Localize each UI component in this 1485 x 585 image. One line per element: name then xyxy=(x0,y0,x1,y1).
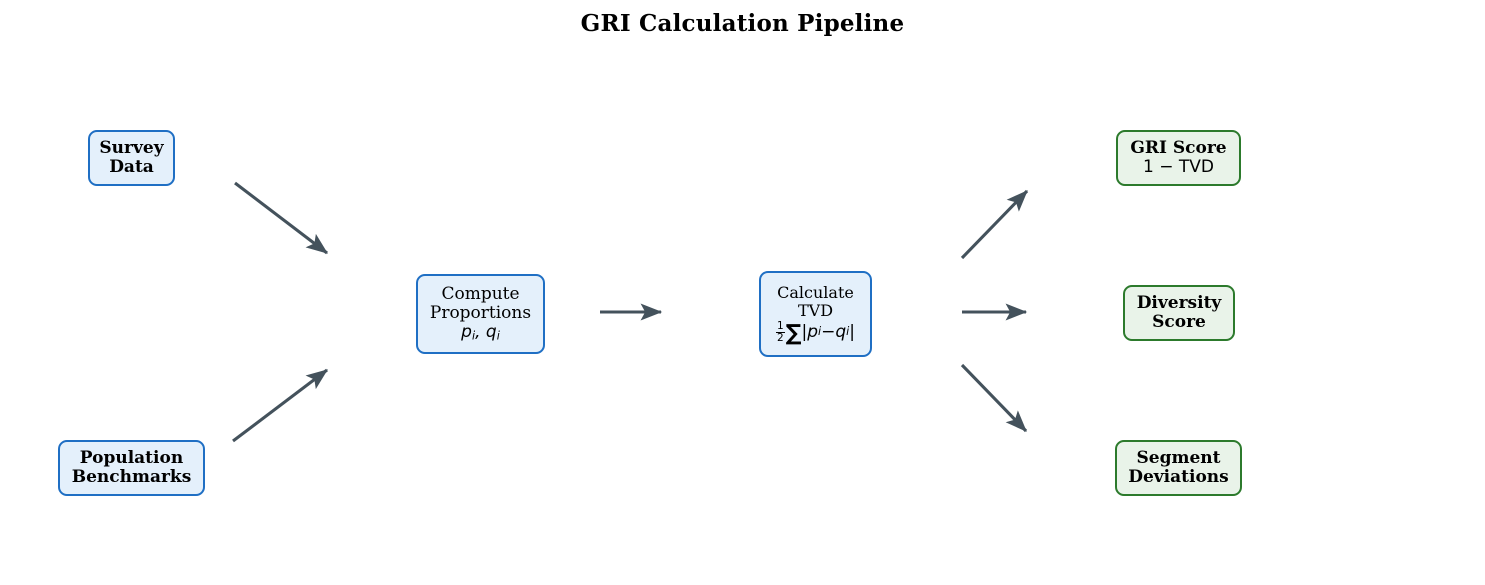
diversity-score-line2: Score xyxy=(1152,312,1206,332)
symbol-q-sub: i xyxy=(496,329,500,343)
node-survey-data[interactable]: Survey Data xyxy=(88,130,175,186)
tvd-symbol-p-sub: i xyxy=(817,325,822,339)
compute-proportions-symbols: pi, qi xyxy=(461,322,500,343)
calculate-tvd-line2: TVD xyxy=(797,301,834,321)
tvd-fraction: 1 2 xyxy=(775,320,785,344)
survey-data-line2: Data xyxy=(109,157,154,177)
symbol-p: p xyxy=(461,322,472,343)
diversity-score-line1: Diversity xyxy=(1136,292,1222,313)
node-gri-score[interactable]: GRI Score 1 − TVD xyxy=(1116,130,1241,186)
compute-proportions-line2: Proportions xyxy=(429,302,532,323)
node-compute-proportions[interactable]: Compute Proportions pi, qi xyxy=(416,274,545,354)
tvd-symbol-p: p xyxy=(807,321,818,342)
compute-proportions-line1: Compute xyxy=(441,283,520,304)
node-diversity-score[interactable]: Diversity Score xyxy=(1123,285,1235,341)
gri-score-line2: 1 − TVD xyxy=(1143,157,1214,177)
tvd-minus: − xyxy=(821,321,836,342)
segment-deviations-line2: Deviations xyxy=(1128,467,1229,487)
edge-benchmarks-to-compute xyxy=(232,368,328,443)
edge-survey-to-compute xyxy=(234,181,328,255)
node-population-benchmarks[interactable]: Population Benchmarks xyxy=(58,440,205,496)
tvd-bar-close: | xyxy=(849,321,856,342)
gri-score-line1: GRI Score xyxy=(1130,137,1227,158)
summation-icon: ∑ xyxy=(785,320,802,346)
symbol-p-sub: i xyxy=(471,329,476,343)
segment-deviations-line1: Segment xyxy=(1136,447,1221,468)
survey-data-line1: Survey xyxy=(99,137,164,158)
edge-tvd-to-segment xyxy=(960,363,1028,433)
population-benchmarks-line2: Benchmarks xyxy=(71,467,192,487)
symbol-sep: , xyxy=(475,322,486,343)
calculate-tvd-line1: Calculate xyxy=(777,283,854,303)
population-benchmarks-line1: Population xyxy=(79,447,184,468)
edge-tvd-to-gri xyxy=(960,189,1029,260)
node-segment-deviations[interactable]: Segment Deviations xyxy=(1115,440,1242,496)
tvd-symbol-q: q xyxy=(835,321,847,342)
tvd-frac-numerator: 1 xyxy=(776,320,784,333)
tvd-frac-denominator: 2 xyxy=(775,331,785,344)
tvd-symbol-q-sub: i xyxy=(846,325,850,339)
tvd-bar-open: | xyxy=(801,321,808,342)
page-title: GRI Calculation Pipeline xyxy=(580,10,905,37)
symbol-q: q xyxy=(485,322,497,343)
